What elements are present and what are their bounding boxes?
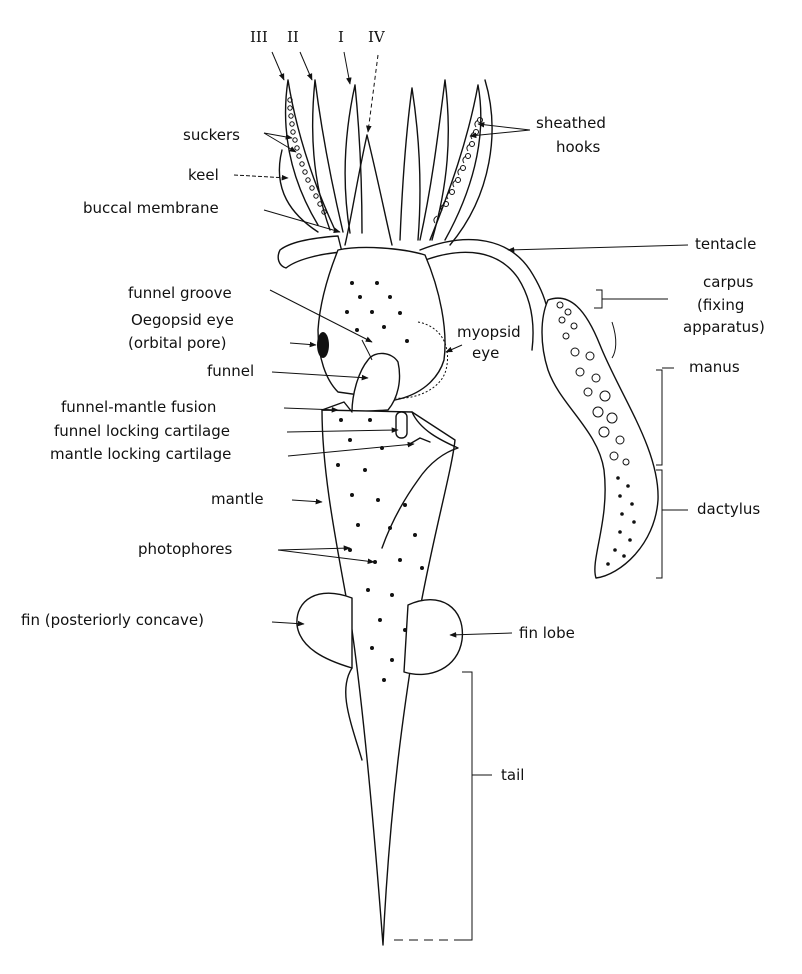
- label-mantle-locking-cartilage: mantle locking cartilage: [50, 445, 231, 463]
- arm-label-iii: III: [250, 28, 268, 46]
- club-suckers: [556, 301, 636, 566]
- hook-row-right: [433, 117, 483, 224]
- funnel-mantle-fusion: [321, 401, 353, 413]
- arm-iv-right: [399, 87, 421, 241]
- arm-ii-left: [311, 79, 344, 233]
- label-carpus-2: (fixing: [697, 296, 744, 314]
- label-photophores: photophores: [138, 540, 233, 558]
- label-fin-lobe: fin lobe: [519, 624, 575, 642]
- label-tentacle: tentacle: [695, 235, 756, 253]
- arm-i-left: [344, 84, 363, 234]
- label-keel: keel: [188, 166, 219, 184]
- squid-illustration: [277, 79, 659, 946]
- arm-iv-left: [344, 134, 393, 246]
- funnel: [351, 352, 401, 413]
- myopsid-eye-outline: [394, 321, 448, 399]
- label-dactylus: dactylus: [697, 500, 760, 518]
- label-oegopsid-eye-2: (orbital pore): [128, 334, 227, 352]
- fin-left: [296, 592, 353, 669]
- keel-membrane: [278, 149, 319, 233]
- oegopsid-eye: [317, 332, 329, 358]
- label-manus: manus: [689, 358, 740, 376]
- fin-left-edge: [345, 667, 363, 761]
- label-funnel-locking-cartilage: funnel locking cartilage: [54, 422, 230, 440]
- tentacular-club: [541, 297, 659, 579]
- label-funnel-groove: funnel groove: [128, 284, 232, 302]
- label-oegopsid-eye-1: Oegopsid eye: [131, 311, 234, 329]
- leader-lines: [233, 51, 689, 941]
- label-buccal-membrane: buccal membrane: [83, 199, 219, 217]
- arm-label-iv: IV: [368, 28, 386, 46]
- arm-label-i: I: [338, 28, 344, 46]
- fin-right: [403, 599, 464, 676]
- head: [317, 246, 446, 401]
- label-fin-posteriorly-concave: fin (posteriorly concave): [21, 611, 204, 629]
- mantle: [321, 409, 456, 946]
- labels: III II I IV suckers sheathed hooks keel …: [21, 28, 765, 784]
- label-funnel: funnel: [207, 362, 254, 380]
- arm-ii-right: [429, 84, 482, 241]
- label-sheathed-1: sheathed: [536, 114, 606, 132]
- label-mantle: mantle: [211, 490, 264, 508]
- arms: [278, 79, 493, 246]
- label-suckers: suckers: [183, 126, 240, 144]
- arm-label-ii: II: [287, 28, 299, 46]
- label-sheathed-2: hooks: [556, 138, 601, 156]
- mantle-opening: [381, 411, 459, 549]
- label-carpus-1: carpus: [703, 273, 754, 291]
- label-funnel-mantle-fusion: funnel-mantle fusion: [61, 398, 216, 416]
- label-carpus-3: apparatus): [683, 318, 765, 336]
- label-tail: tail: [501, 766, 524, 784]
- arm-i-right: [419, 79, 450, 241]
- left-tentacle-stub: [277, 235, 343, 269]
- arm-iii-left: [284, 79, 336, 231]
- label-myopsid-1: myopsid: [457, 323, 521, 341]
- label-myopsid-2: eye: [472, 344, 499, 362]
- funnel-locking-cartilage: [395, 411, 408, 439]
- arm-iii-right: [449, 79, 493, 246]
